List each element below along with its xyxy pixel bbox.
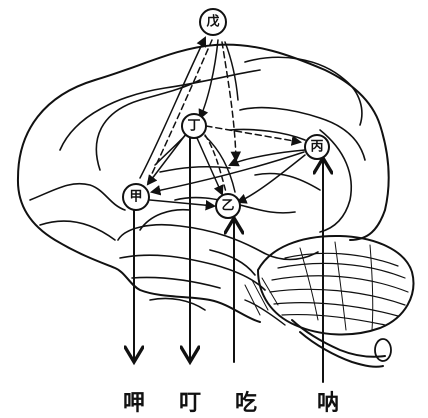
node-jia-label: 甲 xyxy=(129,190,142,205)
bottom-label-yi: 吃 xyxy=(235,390,257,416)
node-yi-label: 乙 xyxy=(221,199,234,214)
node-jia: 甲 xyxy=(123,184,149,210)
path-wu-down-dashed xyxy=(222,42,236,160)
path-ding-to-yi xyxy=(197,138,222,194)
node-ding-label: 丁 xyxy=(187,119,200,134)
node-yi: 乙 xyxy=(216,194,240,218)
path-bing-to-jia xyxy=(152,152,304,192)
pathways xyxy=(140,38,305,206)
node-bing: 丙 xyxy=(305,135,329,159)
path-jia-to-wu xyxy=(140,38,205,178)
brain-outline xyxy=(18,45,389,322)
bottom-label-bing: 呐 xyxy=(317,390,339,416)
bottom-label-jia: 呷 xyxy=(123,390,145,416)
path-jia-to-yi xyxy=(150,200,214,206)
node-wu: 戊 xyxy=(200,9,226,35)
node-ding: 丁 xyxy=(182,114,206,138)
bottom-label-ding: 叮 xyxy=(179,390,201,416)
node-wu-label: 戊 xyxy=(205,14,219,30)
cerebellum xyxy=(245,236,413,367)
node-bing-label: 丙 xyxy=(310,140,323,155)
